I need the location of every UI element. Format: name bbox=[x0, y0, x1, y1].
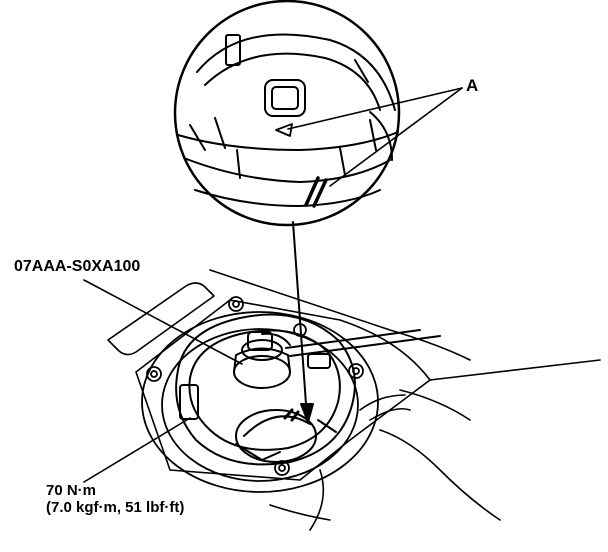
torque-spec-label: 70 N·m (7.0 kgf·m, 51 lbf·ft) bbox=[46, 482, 184, 517]
torque-leader-line bbox=[84, 418, 190, 482]
tool-leader-line bbox=[84, 280, 242, 364]
callout-a-leaders bbox=[288, 88, 462, 186]
callout-a-label: A bbox=[466, 76, 479, 95]
body-panel bbox=[108, 270, 600, 530]
alignment-window bbox=[236, 410, 316, 462]
torque-conversions: (7.0 kgf·m, 51 lbf·ft) bbox=[46, 499, 185, 517]
torque-value: 70 N·m bbox=[46, 482, 97, 499]
pump-top bbox=[234, 330, 440, 388]
detail-pointer-arrow bbox=[293, 222, 313, 422]
lock-ring bbox=[176, 314, 355, 464]
tool-number-label: 07AAA-S0XA100 bbox=[14, 258, 141, 275]
mounting-flange bbox=[142, 297, 378, 492]
detail-magnifier bbox=[175, 1, 399, 225]
